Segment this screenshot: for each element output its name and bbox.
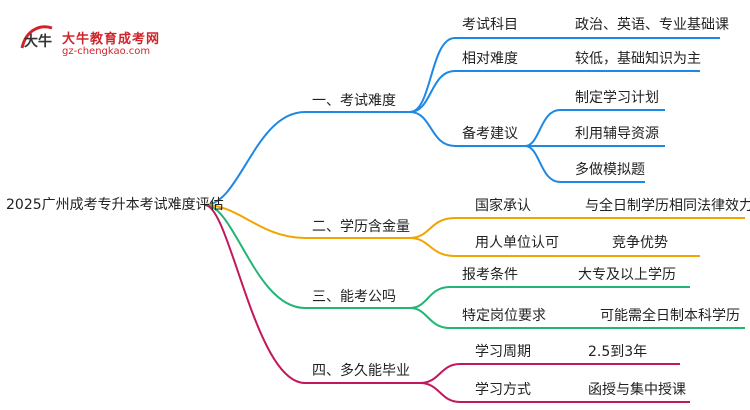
node-employer-recognition: 用人单位认可 [475, 235, 559, 251]
node-specific-position-value: 可能需全日制本科学历 [600, 308, 740, 324]
node-exam-subjects: 考试科目 [462, 17, 518, 33]
node-application-conditions-value: 大专及以上学历 [578, 267, 676, 283]
node-study-period: 学习周期 [475, 344, 531, 360]
node-study-mode-value: 函授与集中授课 [588, 382, 686, 398]
connector-root-b1 [204, 111, 410, 206]
node-specific-position: 特定岗位要求 [462, 308, 546, 324]
node-prep-advice: 备考建议 [462, 126, 518, 142]
node-relative-difficulty: 相对难度 [462, 51, 518, 67]
branch-civil-service: 三、能考公吗 [312, 289, 396, 305]
node-national-recognition: 国家承认 [475, 198, 531, 214]
svg-text:大牛: 大牛 [24, 33, 52, 50]
logo-title: 大牛教育成考网 [62, 32, 161, 47]
node-study-period-value: 2.5到3年 [588, 344, 648, 360]
connector-root-b3 [204, 204, 410, 309]
node-prep-item-3: 多做模拟题 [575, 162, 645, 178]
root-topic: 2025广州成考专升本考试难度评估 [6, 197, 224, 213]
logo-url: gz-chengkao.com [62, 46, 151, 57]
node-relative-difficulty-value: 较低，基础知识为主 [575, 51, 701, 67]
connector-root-b4 [204, 204, 420, 384]
node-national-recognition-value: 与全日制学历相同法律效力 [585, 198, 750, 214]
node-employer-recognition-value: 竞争优势 [612, 235, 668, 251]
site-logo: 大牛 大牛教育成考网 gz-chengkao.com [8, 6, 198, 57]
node-prep-item-2: 利用辅导资源 [575, 126, 659, 142]
branch-degree-value: 二、学历含金量 [312, 219, 410, 235]
logo-mark-icon: 大牛 [20, 25, 53, 50]
node-study-mode: 学习方式 [475, 382, 531, 398]
node-prep-item-1: 制定学习计划 [575, 90, 659, 106]
branch-graduation-time: 四、多久能毕业 [312, 363, 410, 379]
node-application-conditions: 报考条件 [462, 267, 518, 283]
connector-root-b2 [204, 204, 410, 239]
node-exam-subjects-value: 政治、英语、专业基础课 [575, 17, 729, 33]
branch-exam-difficulty: 一、考试难度 [312, 93, 396, 109]
